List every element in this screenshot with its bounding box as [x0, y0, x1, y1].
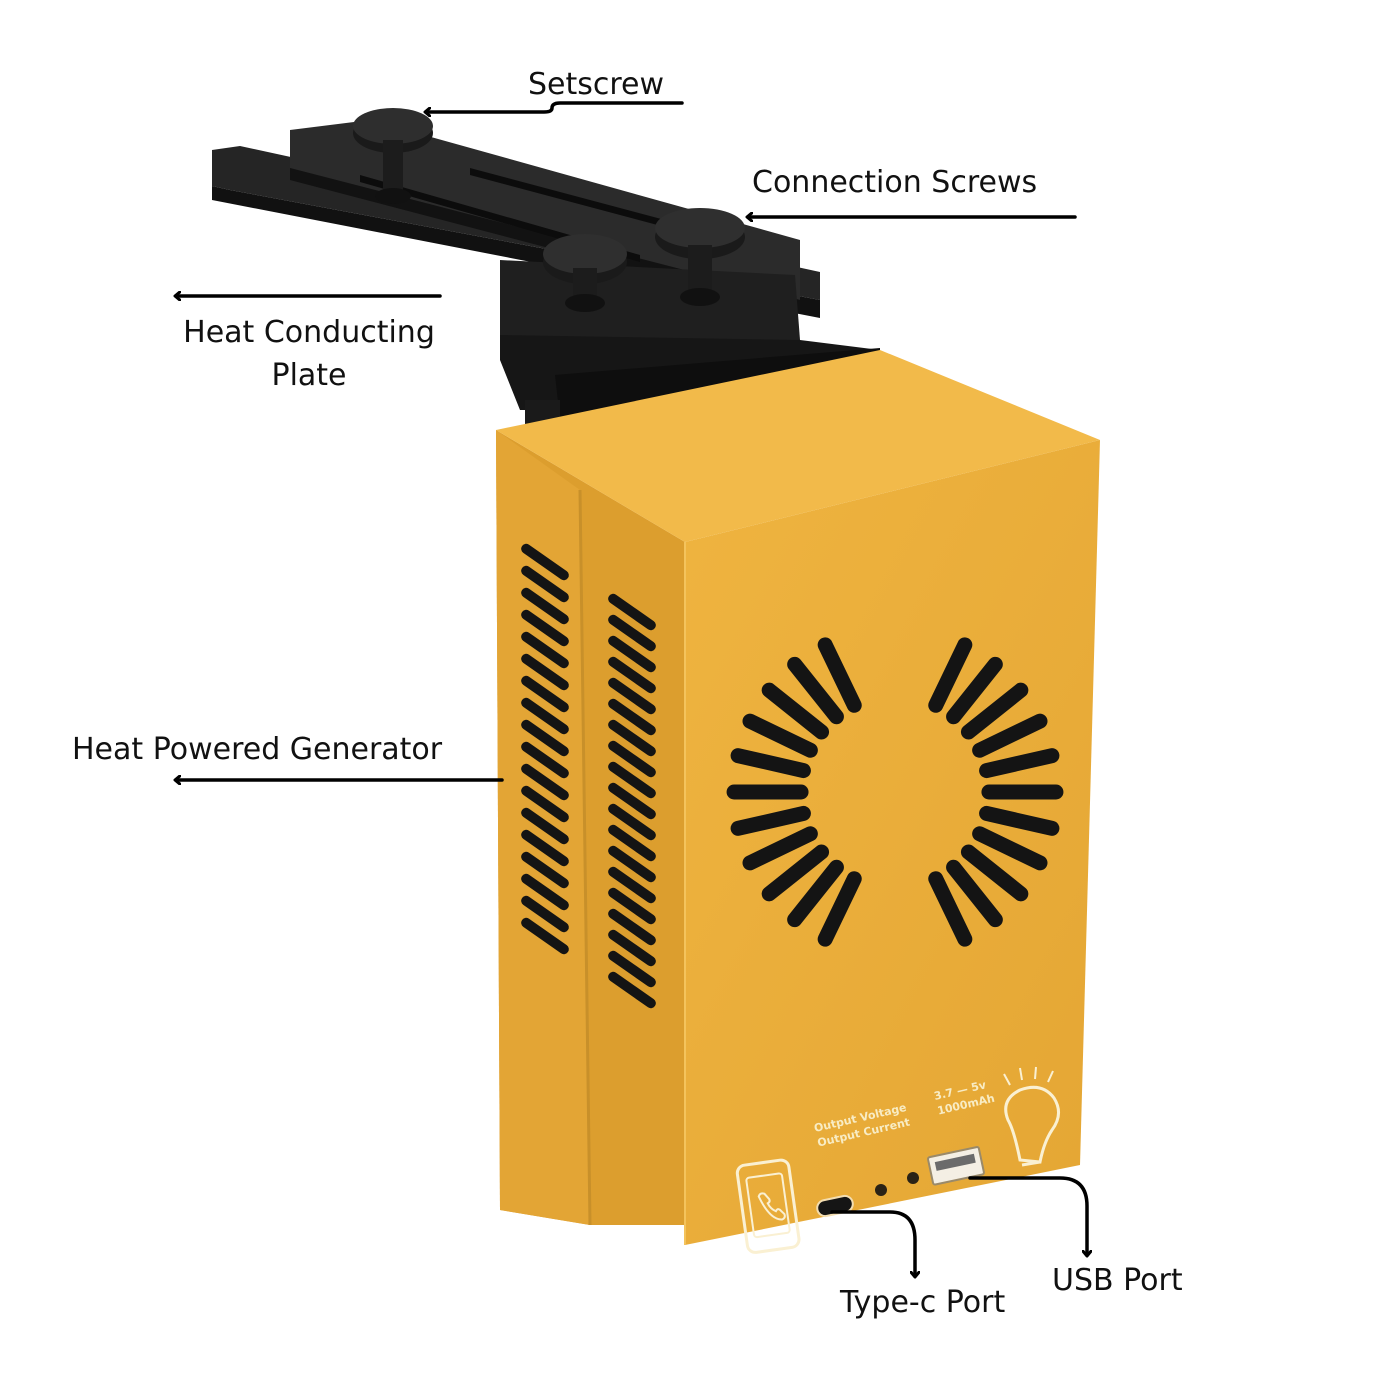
- side-vent-slot: [521, 873, 569, 911]
- side-vent-slot: [608, 593, 656, 631]
- fan-vent-slot: [972, 713, 1048, 758]
- side-vent-slot: [608, 803, 656, 841]
- side-vent-slot: [608, 656, 656, 694]
- side-vent-slot: [608, 887, 656, 925]
- side-vent-slot: [608, 740, 656, 778]
- setscrew-label: Setscrew: [528, 67, 665, 102]
- connection-screw-right: [655, 208, 745, 306]
- fan-vent-slot: [979, 748, 1060, 779]
- fan-vent-slot: [979, 805, 1060, 836]
- side-vent-slot: [521, 609, 569, 647]
- side-vent-slot: [608, 677, 656, 715]
- phone-charging-icon: [735, 1158, 801, 1254]
- side-vents-front: [608, 593, 656, 1009]
- side-vent-slot: [521, 807, 569, 845]
- arrows: [176, 101, 1087, 1276]
- side-vent-slot: [608, 614, 656, 652]
- fan-vent-slot: [817, 871, 862, 947]
- side-vent-slot: [608, 866, 656, 904]
- setscrew-arrow: [426, 101, 684, 112]
- indicator-led-1: [875, 1184, 887, 1196]
- fan-vent-slot: [981, 784, 1064, 800]
- fan-vent-slot: [928, 637, 973, 713]
- side-vent-slot: [608, 782, 656, 820]
- fan-vent-slot: [761, 844, 830, 902]
- usb-port-arrow: [968, 1176, 1087, 1255]
- side-vent-slot: [608, 824, 656, 862]
- side-vent-slot: [521, 631, 569, 669]
- side-vent-slot: [608, 929, 656, 967]
- side-vent-slot: [608, 761, 656, 799]
- heat-conducting-plate-label: Heat Conducting Plate: [178, 312, 440, 397]
- heat-conducting-plate-label-line-2: Plate: [271, 357, 347, 393]
- fan-vent-slot: [928, 871, 973, 947]
- side-vent-slot: [521, 565, 569, 603]
- usb-port-shape: [927, 1146, 985, 1186]
- side-vent-slot: [521, 785, 569, 823]
- fan-vent-slot: [730, 805, 811, 836]
- side-vent-slot: [521, 675, 569, 713]
- fan-vent-slot: [960, 844, 1029, 902]
- type-c-port-arrow: [830, 1210, 915, 1276]
- fan-vent-slot: [972, 826, 1048, 871]
- light-bulb-icon: [1003, 1066, 1060, 1167]
- side-vent-slot: [521, 653, 569, 691]
- side-vents-rear: [521, 543, 569, 955]
- fan-vent-slot: [817, 637, 862, 713]
- fan-vent-slot: [960, 682, 1029, 740]
- side-vent-slot: [608, 698, 656, 736]
- fan-vent-slot: [787, 859, 844, 928]
- side-vent-slot: [608, 635, 656, 673]
- front-fan-vent: [726, 637, 1064, 947]
- side-vent-slot: [608, 719, 656, 757]
- heat-conducting-plate-label-line-1: Heat Conducting: [183, 315, 435, 350]
- fan-vent-slot: [730, 748, 811, 779]
- side-vent-slot: [608, 845, 656, 883]
- fan-vent-slot: [742, 713, 818, 758]
- heat-powered-generator-label: Heat Powered Generator: [72, 732, 443, 767]
- fan-vent-slot: [761, 682, 830, 740]
- fan-vent-slot: [726, 784, 809, 800]
- fan-vent-slot: [946, 656, 1003, 725]
- side-vent-slot: [521, 719, 569, 757]
- fan-vent-slot: [742, 826, 818, 871]
- connection-screws-label: Connection Screws: [752, 165, 1038, 200]
- fan-vent-slot: [787, 656, 844, 725]
- connection-screw-left: [543, 234, 627, 312]
- setscrew: [353, 108, 433, 204]
- side-vent-slot: [521, 917, 569, 955]
- side-vent-slot: [608, 908, 656, 946]
- side-vent-slot: [521, 763, 569, 801]
- side-vent-slot: [521, 741, 569, 779]
- side-vent-slot: [608, 971, 656, 1009]
- heat-conducting-plate: [212, 120, 880, 425]
- side-vent-slot: [521, 587, 569, 625]
- fan-vent-slot: [946, 859, 1003, 928]
- side-vent-slot: [521, 895, 569, 933]
- side-vent-slot: [608, 950, 656, 988]
- type-c-port-label: Type-c Port: [840, 1285, 1006, 1320]
- indicator-led-2: [907, 1172, 919, 1184]
- side-vent-slot: [521, 543, 569, 581]
- usb-port-label: USB Port: [1052, 1263, 1183, 1298]
- side-vent-slot: [521, 697, 569, 735]
- side-vent-slot: [521, 851, 569, 889]
- side-vent-slot: [521, 829, 569, 867]
